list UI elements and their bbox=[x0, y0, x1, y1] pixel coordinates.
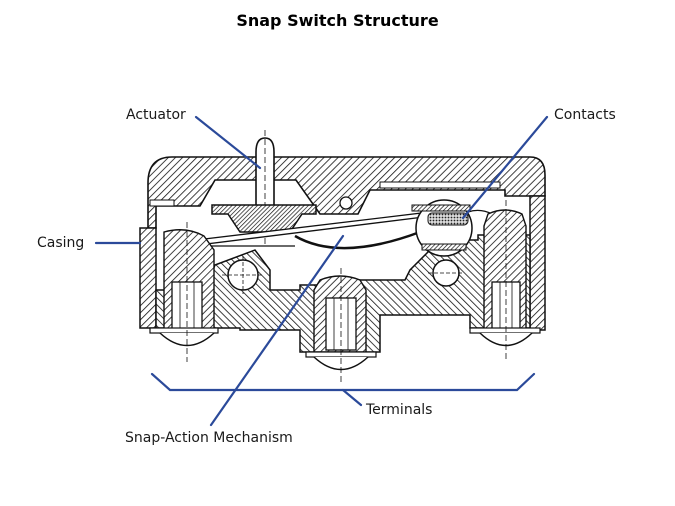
snap-action-callout-line bbox=[209, 234, 345, 427]
terminals-label: Terminals bbox=[366, 402, 433, 418]
page-title: Snap Switch Structure bbox=[236, 11, 439, 30]
terminal-right bbox=[469, 200, 541, 362]
actuator-callout-line bbox=[194, 115, 262, 170]
terminals-bracket-line bbox=[150, 372, 536, 392]
terminal-left bbox=[149, 222, 219, 362]
actuator bbox=[211, 130, 317, 245]
contacts-callout-line bbox=[461, 115, 549, 220]
terminal-center bbox=[305, 268, 377, 384]
contacts-label: Contacts bbox=[554, 107, 616, 123]
casing-label: Casing bbox=[37, 235, 85, 251]
actuator-label: Actuator bbox=[126, 107, 186, 123]
terminals-callout-line bbox=[341, 388, 363, 407]
snap-action-label: Snap-Action Mechanism bbox=[125, 430, 293, 446]
